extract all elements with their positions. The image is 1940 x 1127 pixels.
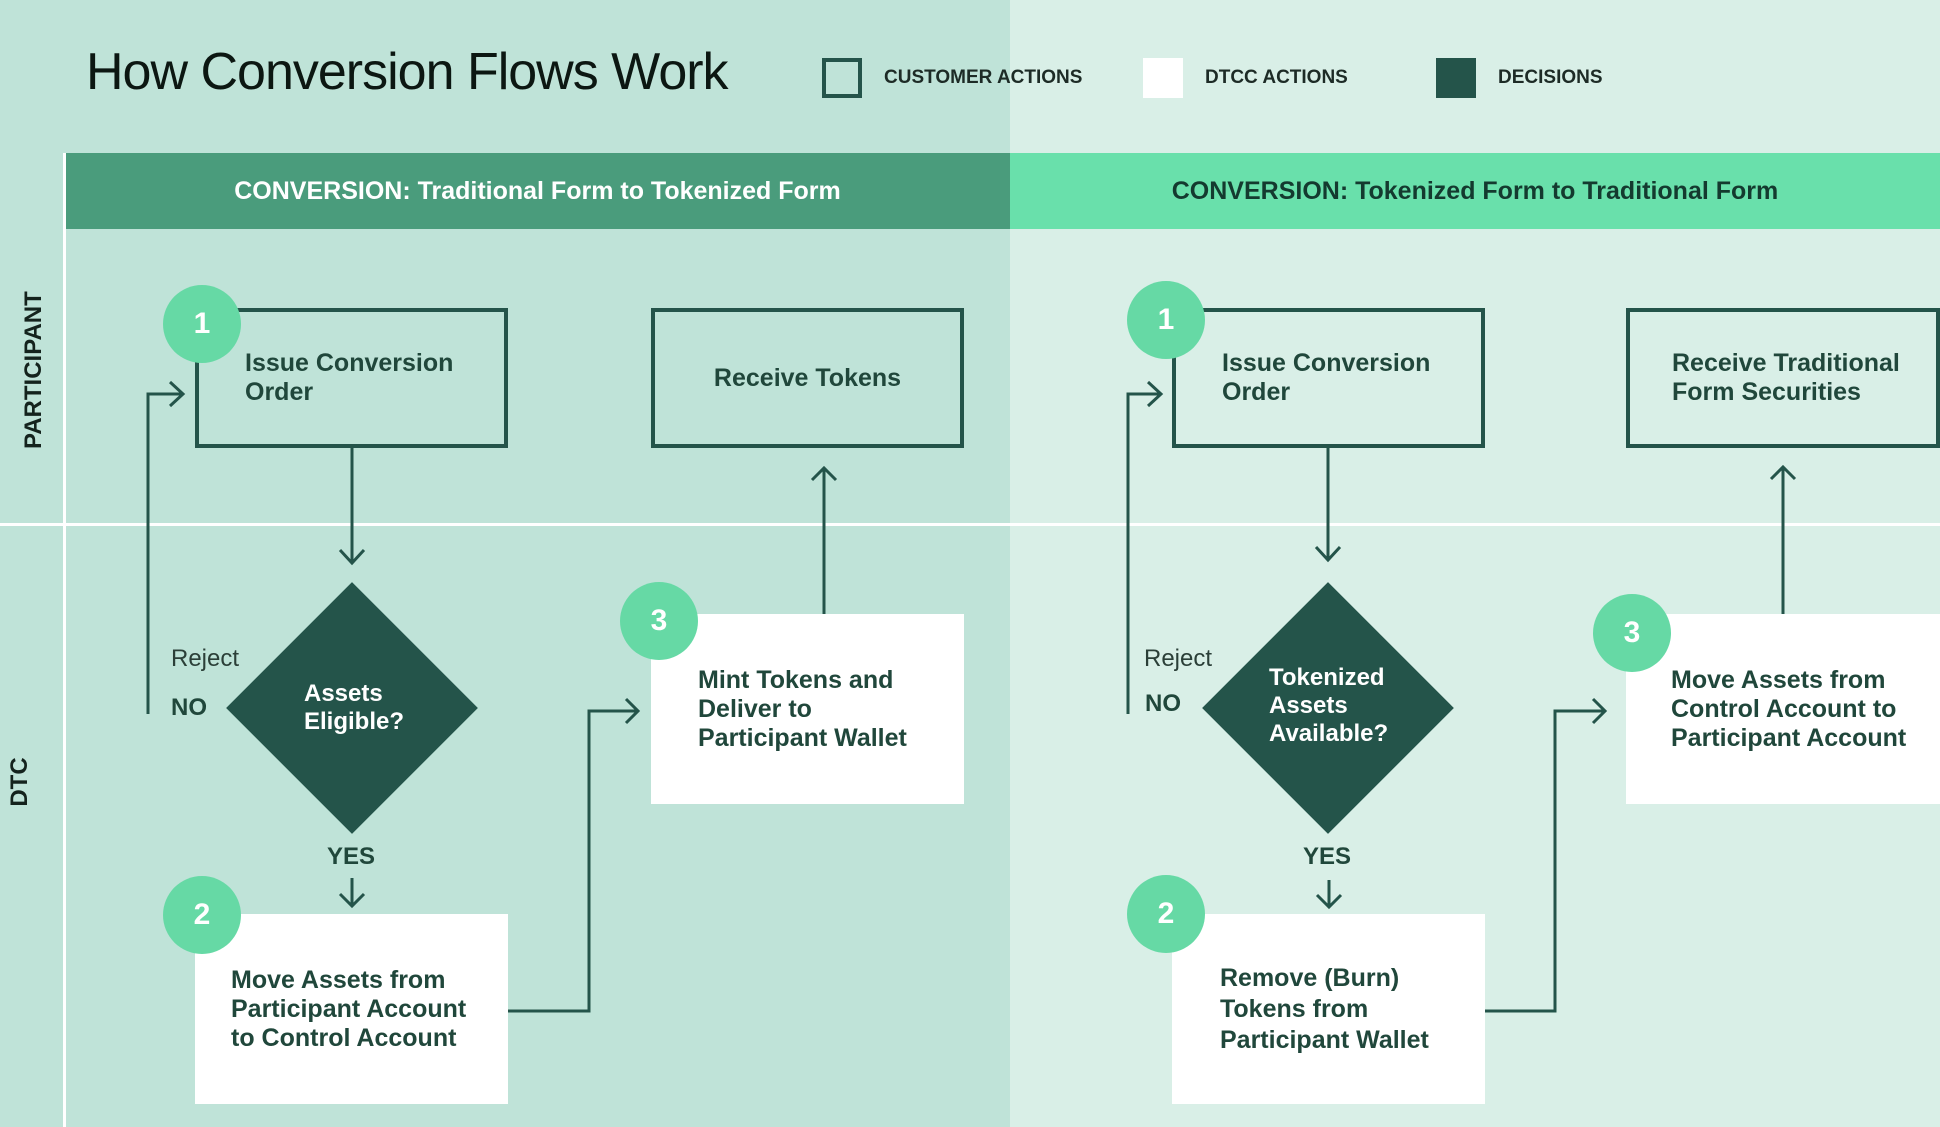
legend-dtcc-actions: DTCC ACTIONS: [1143, 58, 1348, 98]
white-swatch-icon: [1143, 58, 1183, 98]
legend-decisions: DECISIONS: [1436, 58, 1603, 98]
decision-text-line: Tokenized: [1269, 664, 1385, 691]
step-number-badge: 2: [163, 876, 241, 954]
reject-label: Reject: [1144, 645, 1213, 672]
reject-label: Reject: [171, 645, 240, 672]
step-number-badge: 1: [1127, 281, 1205, 359]
box-text-line: Deliver to: [698, 694, 812, 723]
issue-conversion-order-box: Issue Conversion Order: [1172, 308, 1485, 448]
legend-customer-actions: CUSTOMER ACTIONS: [822, 58, 1082, 98]
box-text-line: Participant Wallet: [1220, 1025, 1429, 1054]
issue-conversion-order-box: Issue Conversion Order: [195, 308, 508, 448]
outline-swatch-icon: [822, 58, 862, 98]
decision-text-line: Assets: [304, 680, 383, 707]
yes-label: YES: [327, 843, 376, 870]
box-text-line: Move Assets from: [231, 965, 446, 994]
box-text-line: Issue Conversion: [245, 349, 454, 377]
decision-text-line: Available?: [1269, 720, 1389, 747]
lane-divider: [0, 523, 1940, 526]
box-text-line: Mint Tokens and: [698, 665, 894, 694]
lane-axis-vertical: [63, 153, 66, 1127]
box-text-line: Receive Traditional: [1672, 349, 1900, 377]
step-number-badge: 3: [620, 582, 698, 660]
decision-text: Assets Eligible?: [304, 680, 404, 736]
step-number-badge: 1: [163, 285, 241, 363]
box-text-line: Order: [245, 378, 314, 406]
move-assets-to-participant-box: Move Assets from Control Account to Part…: [1626, 614, 1940, 804]
receive-tokens-box: Receive Tokens: [651, 308, 964, 448]
legend-label: CUSTOMER ACTIONS: [884, 67, 1083, 88]
mint-tokens-box: Mint Tokens and Deliver to Participant W…: [651, 614, 964, 804]
no-label: NO: [171, 694, 207, 721]
box-text-line: Move Assets from: [1671, 665, 1886, 694]
move-assets-to-control-box: Move Assets from Participant Account to …: [195, 914, 508, 1104]
box-text-line: Issue Conversion: [1222, 349, 1431, 377]
box-text-line: Form Securities: [1672, 378, 1861, 406]
box-text-line: Tokens from: [1220, 994, 1369, 1023]
left-flow-header: CONVERSION: Traditional Form to Tokenize…: [65, 153, 1010, 229]
step-number-badge: 3: [1593, 594, 1671, 672]
decision-text-line: Assets: [1269, 692, 1348, 719]
receive-traditional-securities-box: Receive Traditional Form Securities: [1626, 308, 1940, 448]
box-text-line: Remove (Burn): [1220, 963, 1400, 992]
box-text-line: Participant Account: [231, 994, 467, 1023]
no-label: NO: [1145, 690, 1181, 717]
box-text-line: Control Account to: [1671, 694, 1897, 723]
legend-label: DECISIONS: [1498, 67, 1603, 88]
dark-swatch-icon: [1436, 58, 1476, 98]
right-flow-header: CONVERSION: Tokenized Form to Traditiona…: [1010, 153, 1940, 229]
box-text-line: Order: [1222, 378, 1291, 406]
box-text-line: Participant Wallet: [698, 723, 907, 752]
step-number-badge: 2: [1127, 875, 1205, 953]
page-title: How Conversion Flows Work: [86, 43, 729, 101]
box-text-line: Receive Tokens: [713, 363, 902, 392]
yes-label: YES: [1303, 843, 1352, 870]
burn-tokens-box: Remove (Burn) Tokens from Participant Wa…: [1172, 914, 1485, 1104]
legend-label: DTCC ACTIONS: [1205, 67, 1348, 88]
decision-text-line: Eligible?: [304, 708, 405, 735]
box-text-line: to Control Account: [231, 1023, 457, 1052]
box-text-line: Participant Account: [1671, 723, 1907, 752]
decision-text: Tokenized Assets Available?: [1269, 664, 1388, 748]
